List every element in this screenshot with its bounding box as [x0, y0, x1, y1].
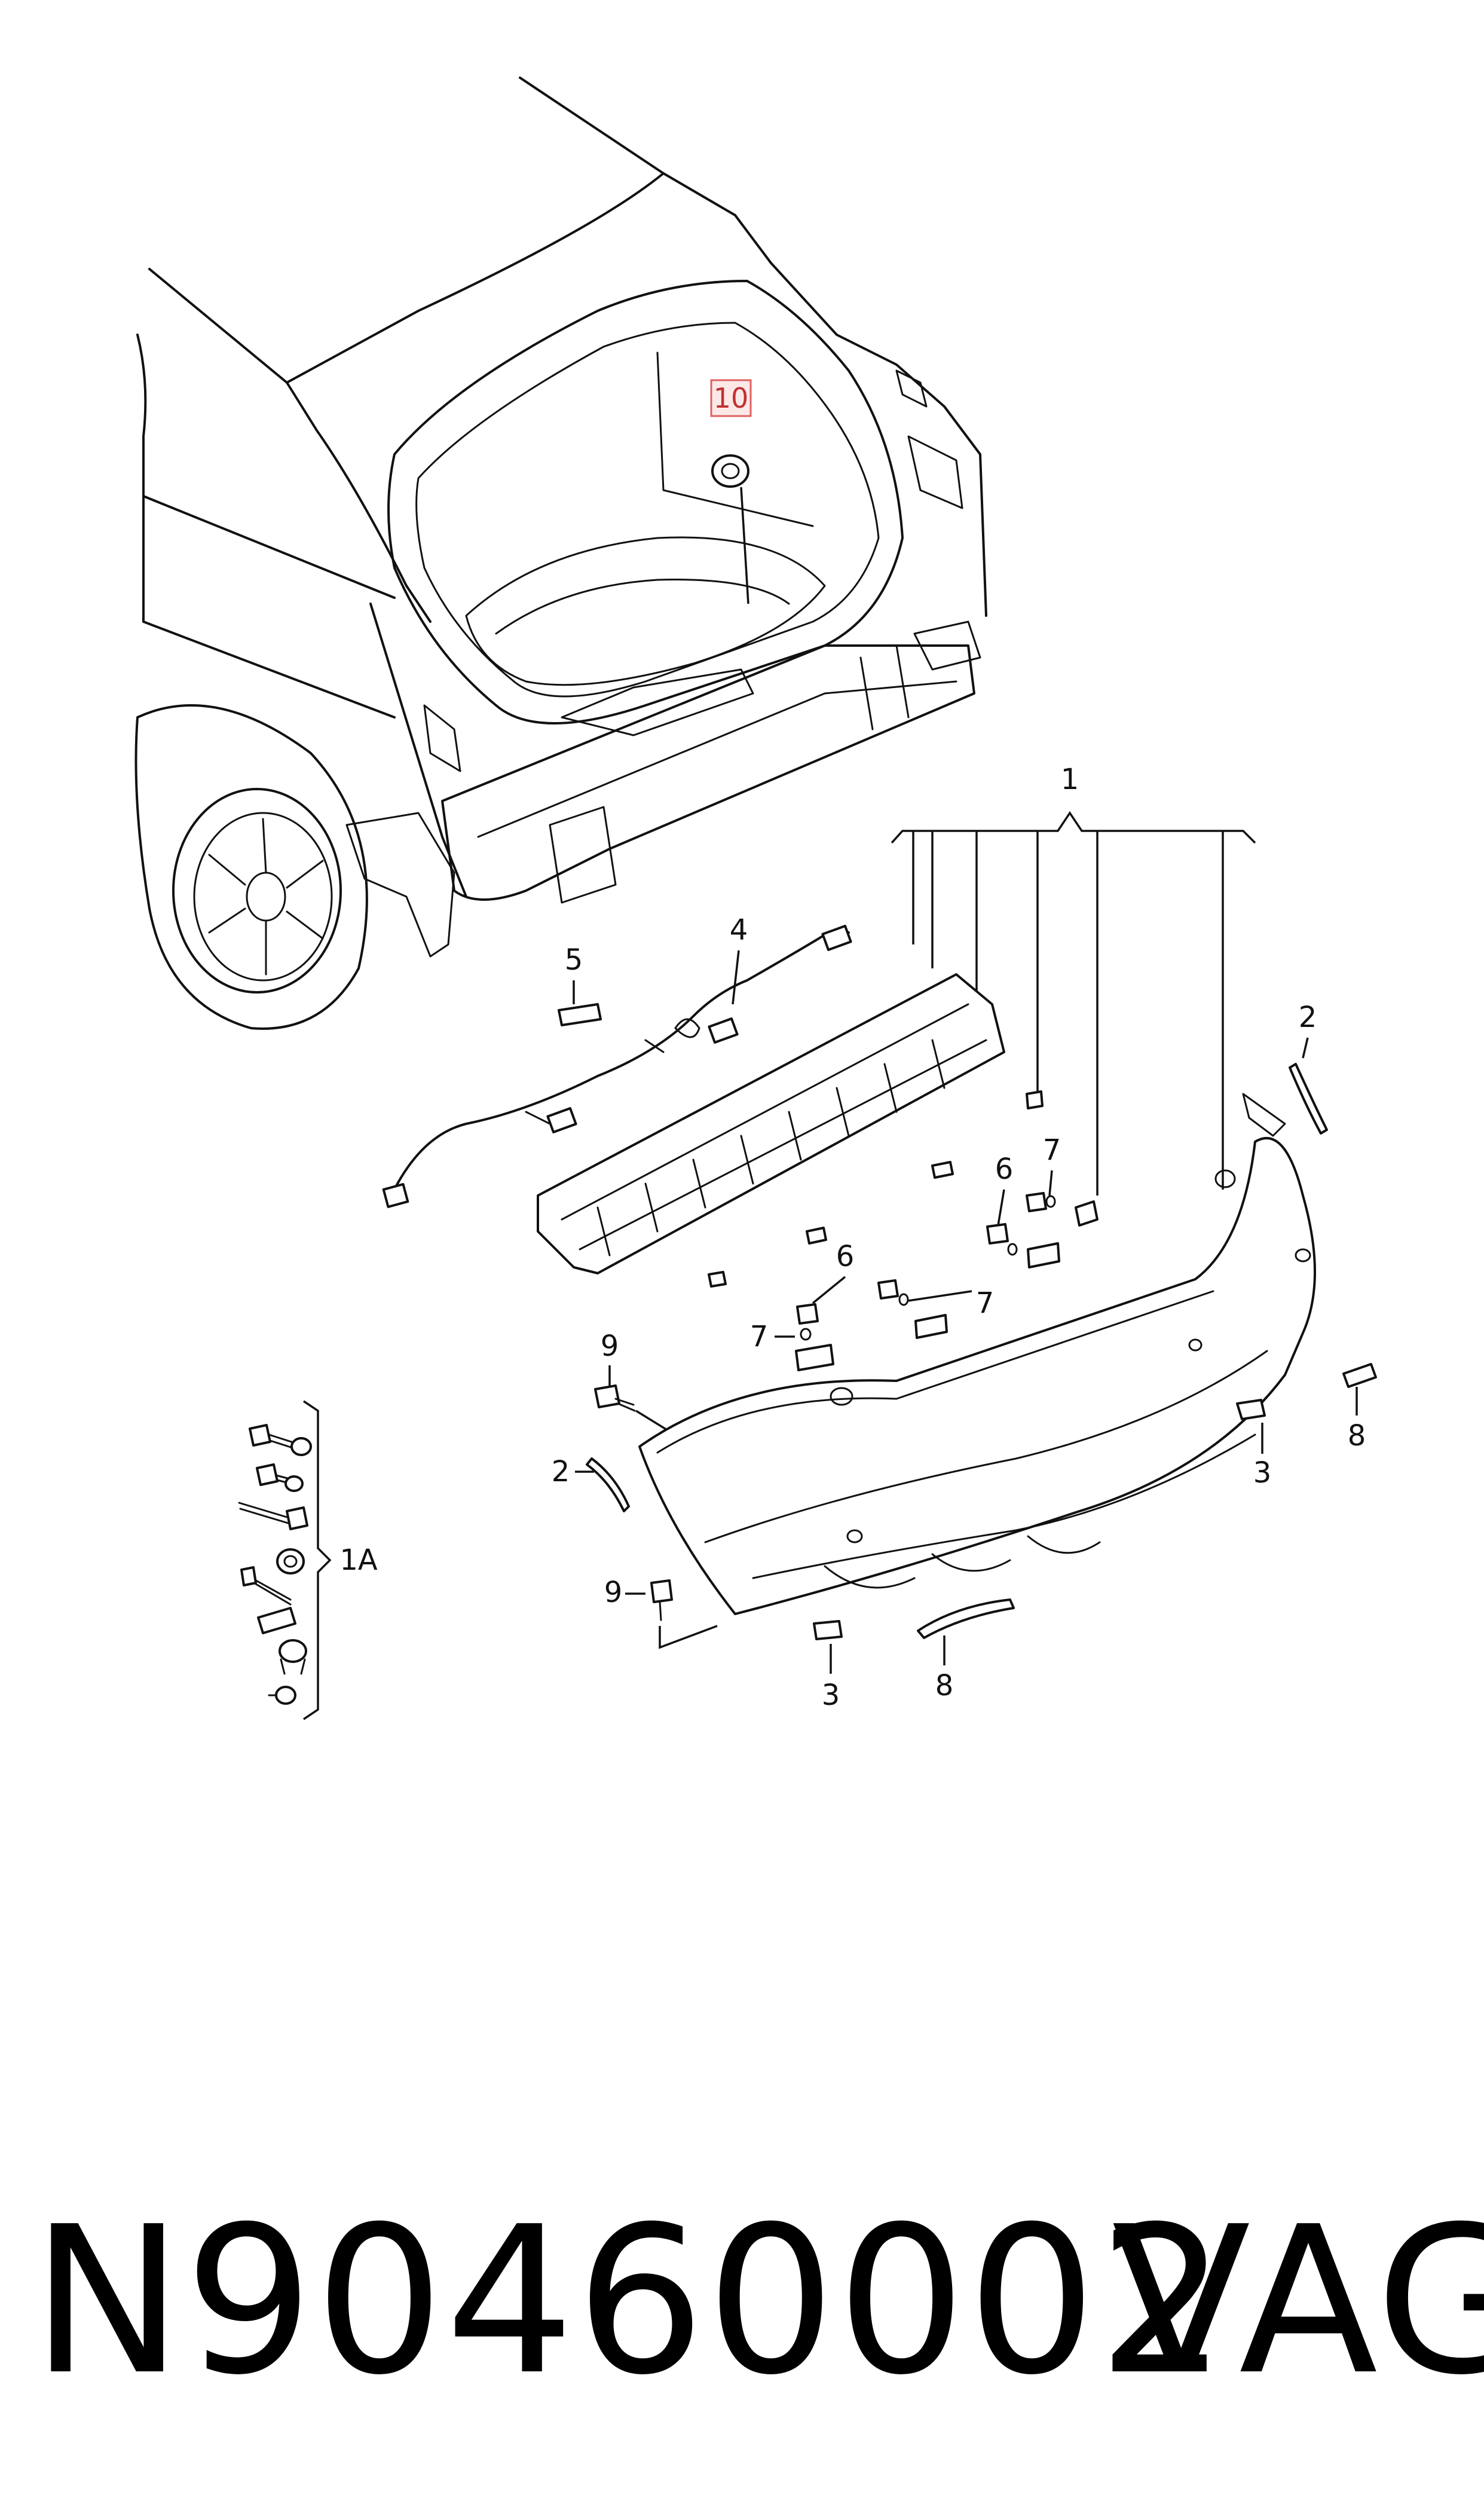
highlight-box — [710, 379, 752, 417]
screw-1 — [240, 1566, 292, 1606]
nut-1 — [276, 1548, 305, 1575]
part-2-right: 2 — [1289, 1001, 1328, 1135]
part-5-illustration: 5 — [558, 943, 602, 1026]
part-3-bottom: 3 — [813, 1620, 843, 1712]
callout-4-label: 4 — [730, 913, 748, 947]
callout-10: 10 — [710, 379, 752, 417]
car-body-illustration — [134, 77, 987, 1030]
parts-6-7-upper: 6 7 — [986, 1133, 1061, 1268]
bolt-2 — [256, 1463, 304, 1492]
callout-8-right-label: 8 — [1348, 1419, 1366, 1453]
callout-5-label: 5 — [565, 943, 583, 977]
part-9-lower: 9 — [604, 1576, 718, 1649]
part-3-right: 3 — [1236, 1399, 1272, 1490]
callout-9-upper-label: 9 — [601, 1329, 619, 1363]
bumper-cover-illustration — [638, 1093, 1316, 1615]
callout-7-upper-label: 7 — [1043, 1133, 1061, 1167]
callout-6-lower-label: 6 — [836, 1240, 855, 1273]
callout-2-right-label: 2 — [1299, 1001, 1317, 1034]
callout-1-bracket: 1 — [891, 763, 1256, 1196]
part-number: N90460002 — [31, 2183, 1228, 2420]
bolt-1 — [249, 1424, 312, 1456]
exploded-parts-diagram: 10 1 4 5 — [134, 77, 1377, 1720]
wiring-harness-illustration: 4 — [382, 913, 852, 1208]
part-8-bottom: 8 — [917, 1598, 1015, 1702]
callout-7-mid-label: 7 — [976, 1286, 995, 1320]
clip-2 — [279, 1639, 307, 1675]
callout-6-upper-label: 6 — [995, 1152, 1014, 1186]
callout-1a-label: 1A — [339, 1543, 378, 1577]
callout-7-lower-label: 7 — [750, 1320, 769, 1353]
bumper-absorber-illustration — [537, 973, 1005, 1274]
parts-6-7-lower: 6 7 7 — [750, 1240, 995, 1371]
clip-1 — [257, 1607, 296, 1634]
callout-8-bottom-label: 8 — [935, 1669, 954, 1702]
callout-10-label: 10 — [714, 382, 749, 414]
callout-1-label: 1 — [1061, 763, 1079, 796]
callout-2-left-label: 2 — [552, 1455, 570, 1488]
part-8-right: 8 — [1342, 1363, 1377, 1453]
fastener-set-1a: 1A — [238, 1400, 378, 1720]
nut-10-illustration — [711, 454, 749, 488]
brand-label: VAG — [1112, 2183, 1484, 2420]
small-clips — [708, 1090, 1099, 1288]
part-2-left: 2 — [552, 1455, 630, 1512]
bolt-3 — [238, 1502, 308, 1530]
rear-wheel-illustration — [134, 704, 368, 1030]
callout-3-right-label: 3 — [1253, 1456, 1272, 1490]
part-9-upper: 9 — [594, 1329, 668, 1431]
callout-9-lower-label: 9 — [604, 1576, 623, 1609]
clip-3 — [268, 1686, 296, 1705]
callout-3-bottom-label: 3 — [822, 1679, 840, 1712]
